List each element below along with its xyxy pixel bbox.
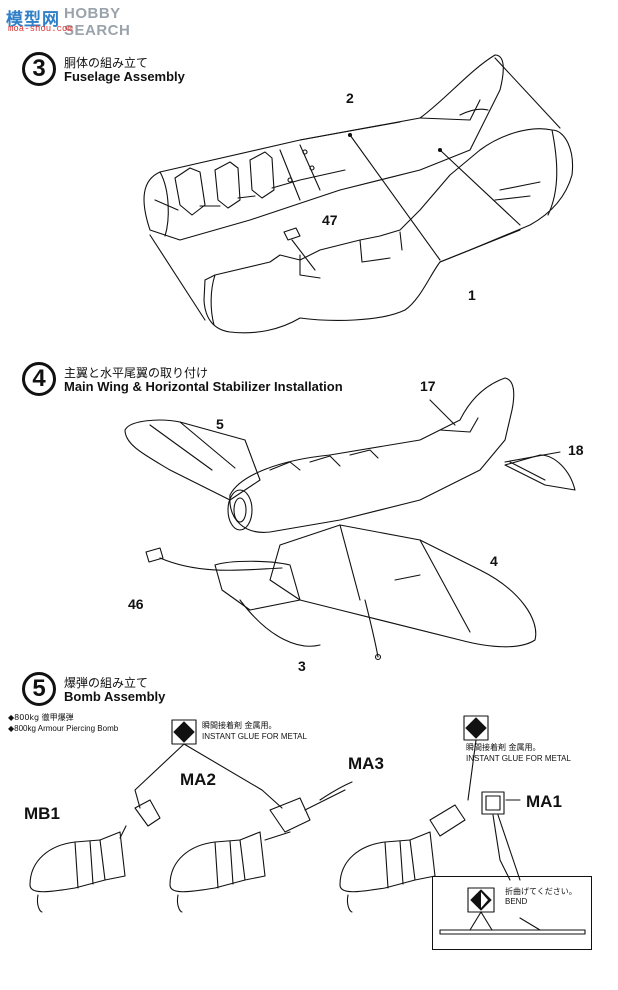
bomb-note-en: ◆800kg Armour Piercing Bomb	[8, 724, 119, 733]
bomb-assembly-drawing	[29, 715, 586, 935]
glue-note-en: INSTANT GLUE FOR METAL	[466, 754, 571, 763]
part-label-47: 47	[322, 212, 338, 228]
bend-note-jp: 折曲げてください。	[505, 887, 577, 896]
watermark-logo: 模型网	[6, 10, 60, 30]
part-label-5: 5	[216, 416, 224, 432]
step-title-en: Main Wing & Horizontal Stabilizer Instal…	[64, 379, 343, 394]
fuselage-assembly-drawing	[143, 54, 574, 334]
watermark: 模型网 HOBBY SEARCH moa-shou.com	[6, 2, 176, 39]
step-number: 4	[22, 362, 56, 396]
glue-note-jp: 瞬間接着剤 金属用。	[202, 721, 277, 730]
glue-note-2: 瞬間接着剤 金属用。 INSTANT GLUE FOR METAL	[466, 742, 571, 764]
glue-note-en: INSTANT GLUE FOR METAL	[202, 732, 307, 741]
bomb-type-notes: ◆800kg 徹甲爆弾 ◆800kg Armour Piercing Bomb	[8, 712, 118, 734]
part-label-17: 17	[420, 378, 436, 394]
watermark-url: moa-shou.com	[8, 24, 73, 34]
part-label-4: 4	[490, 553, 498, 569]
step-title-jp: 主翼と水平尾翼の取り付け	[64, 366, 209, 380]
part-label-46: 46	[128, 596, 144, 612]
bend-instruction-box: 折曲げてください。 BEND	[432, 876, 592, 950]
part-label-2: 2	[346, 90, 354, 106]
watermark-text: HOBBY SEARCH	[64, 5, 131, 39]
bend-note-en: BEND	[505, 897, 528, 906]
part-label-ma1: MA1	[526, 792, 562, 811]
part-label-ma3: MA3	[348, 754, 384, 773]
part-label-mb1: MB1	[24, 804, 60, 823]
step-number: 3	[22, 52, 56, 86]
part-label-ma2: MA2	[180, 770, 216, 789]
step-number: 5	[22, 672, 56, 706]
glue-note-1: 瞬間接着剤 金属用。 INSTANT GLUE FOR METAL	[202, 720, 307, 742]
wing-installation-drawing	[124, 377, 576, 661]
step-title-en: Bomb Assembly	[64, 689, 166, 704]
step-title-en: Fuselage Assembly	[64, 69, 185, 84]
bomb-note-jp: ◆800kg 徹甲爆弾	[8, 713, 74, 722]
part-label-1: 1	[468, 287, 476, 303]
part-label-18: 18	[568, 442, 584, 458]
part-label-3: 3	[298, 658, 306, 674]
step-title-jp: 爆弾の組み立て	[64, 676, 149, 690]
step-title-jp: 胴体の組み立て	[64, 56, 149, 70]
glue-note-jp: 瞬間接着剤 金属用。	[466, 743, 541, 752]
